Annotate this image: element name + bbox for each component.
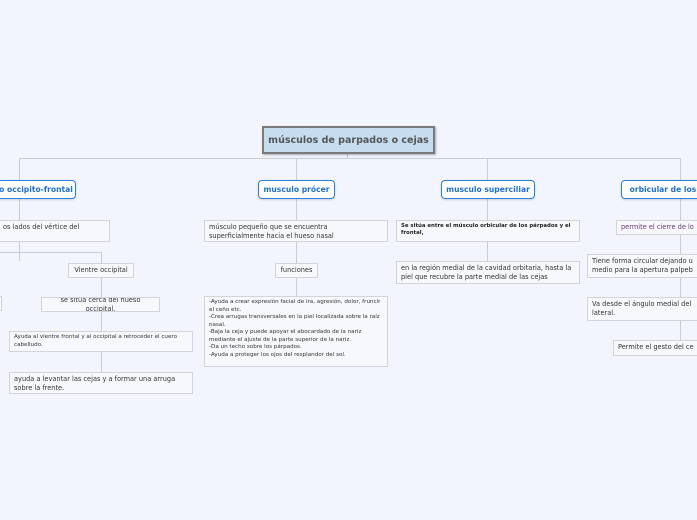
funciones-text[interactable]: -Ayuda a crear expresión facial de ira, … [204,296,388,367]
connector [296,199,297,297]
topic-occipito-frontal[interactable]: o occipito-frontal [0,180,76,199]
occipito-description[interactable]: os lados del vértice del [0,220,110,242]
topic-orbicular[interactable]: orbicular de los p [621,180,697,199]
superciliar-description[interactable]: Se sitúa entre el músculo orbicular de l… [396,220,580,242]
connector [19,158,681,159]
root-topic[interactable]: músculos de parpados o cejas [262,126,435,154]
orbicular-permite[interactable]: permite el cierre de lo [616,220,697,235]
orbicular-gesto[interactable]: Permite el gesto del ce [613,340,697,356]
orbicular-va[interactable]: Va desde el ángulo medial del lateral. [587,297,697,321]
connector [0,252,102,253]
vientre-occipital-node[interactable]: Vientre occipital [68,263,134,278]
connector [487,158,488,180]
topic-musculo-superciliar[interactable]: musculo superciliar [441,180,535,199]
offscreen-node[interactable] [0,296,2,311]
ayuda-cejas-node[interactable]: ayuda a levantar las cejas y a formar un… [9,372,193,394]
connector [101,252,102,394]
funciones-node[interactable]: funciones [275,263,318,278]
connector [347,154,348,159]
connector [296,158,297,180]
superciliar-region[interactable]: en la región medial de la cavidad orbita… [396,261,580,284]
situa-node[interactable]: se sitúa cerca del hueso occipital. [41,297,160,312]
orbicular-forma[interactable]: Tiene forma circular dejando u medio par… [587,254,697,278]
connector [19,158,20,180]
procer-description[interactable]: músculo pequeño que se encuentra superfi… [204,220,388,242]
ayuda-cuero-node[interactable]: Ayuda al vientre frontal y al occipital … [9,331,193,352]
connector [680,158,681,180]
topic-musculo-procer[interactable]: musculo prócer [258,180,335,199]
